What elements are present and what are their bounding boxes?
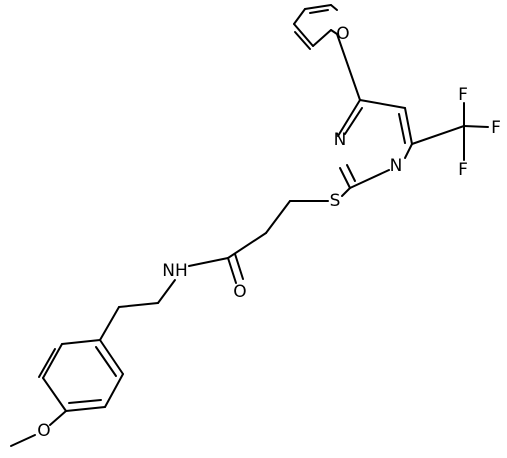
trifluoromethyl-bonds: [411, 102, 489, 161]
carbonyl-oxygen-label: O: [233, 282, 246, 302]
fluorine-upper-label: F: [458, 85, 468, 105]
pyrimidine-nitrogen-lower-label: N: [390, 156, 403, 176]
benzene-ring: [38, 339, 124, 412]
sulfur-label: S: [330, 191, 341, 211]
bonds: [10, 4, 489, 447]
fluorine-right-label: F: [491, 118, 501, 138]
fluorine-lower-label: F: [458, 160, 468, 180]
amide-nh-label: NH: [162, 261, 188, 281]
furan-ring: [293, 4, 338, 50]
pyrimidine-nitrogen-upper-label: N: [334, 130, 347, 150]
ethyl-linker: [99, 279, 176, 341]
furan-pyrimidine-bond: [336, 33, 361, 101]
pyrimidine-ring: [337, 99, 413, 189]
atom-labels: O N N F F F S NH O O: [37, 24, 501, 441]
methoxy-bonds: [10, 410, 67, 447]
thioether-chain: [188, 187, 351, 284]
furan-oxygen-label: O: [336, 24, 349, 44]
methoxy-oxygen-label: O: [37, 421, 50, 441]
